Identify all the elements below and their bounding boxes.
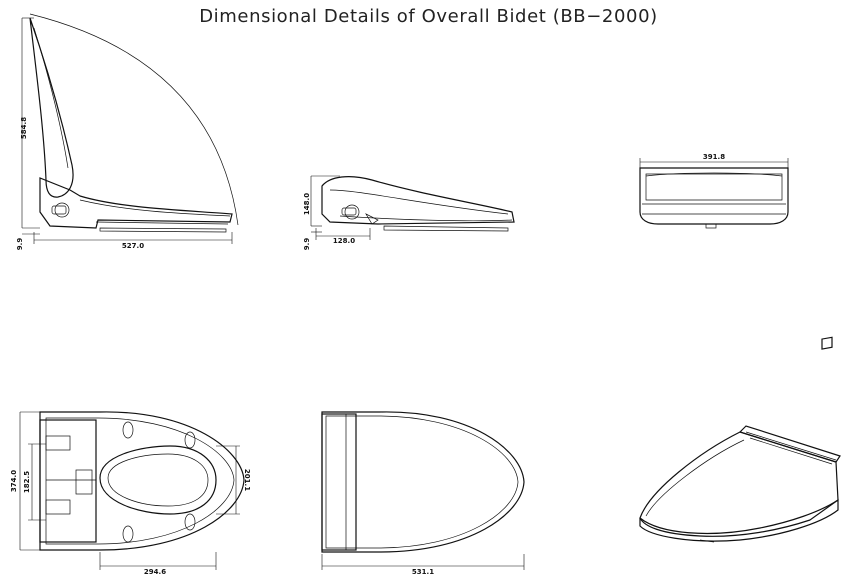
rear-housing <box>639 167 789 225</box>
dim-top-length: 294.6 <box>144 568 166 576</box>
top-view-lid-closed: 531.1 <box>321 411 525 576</box>
dim-top-width-inner: 182.5 <box>23 471 31 493</box>
lid-swing-arc <box>29 13 239 226</box>
dim-side-closed-height: 148.0 <box>303 193 311 215</box>
dim-closed-top-length: 531.1 <box>412 568 434 576</box>
top-view-lid-open: 374.0 182.5 201.1 294.6 <box>10 411 251 576</box>
dim-side-open-base: 9.9 <box>16 238 24 251</box>
dim-top-width-total: 374.0 <box>10 470 18 492</box>
isometric-view <box>639 336 841 543</box>
closed-rear-unit <box>321 413 357 551</box>
control-unit <box>39 419 97 543</box>
side-view-lid-closed: 148.0 9.9 128.0 <box>303 175 515 251</box>
lid-upright <box>29 17 74 198</box>
dim-side-open-height: 584.8 <box>20 117 28 139</box>
dim-side-closed-base: 9.9 <box>303 238 311 251</box>
page-title: Dimensional Details of Overall Bidet (BB… <box>199 6 658 27</box>
closed-lid-outline <box>321 411 525 553</box>
dim-rear-width: 391.8 <box>703 153 725 161</box>
top-seat-outline <box>39 411 245 551</box>
iso-lid <box>639 431 839 535</box>
seat-opening <box>99 445 217 515</box>
rear-view: 391.8 <box>639 153 789 229</box>
dim-top-bowl-width: 201.1 <box>243 469 251 491</box>
side-view-lid-open: 584.8 9.9 527.0 <box>16 13 239 251</box>
iso-rear-top <box>738 425 841 463</box>
seat-base <box>39 177 233 229</box>
iso-base <box>639 498 839 542</box>
closed-seat-body <box>321 176 515 225</box>
dim-side-open-length: 527.0 <box>122 242 144 250</box>
dim-side-closed-rear: 128.0 <box>333 237 355 245</box>
